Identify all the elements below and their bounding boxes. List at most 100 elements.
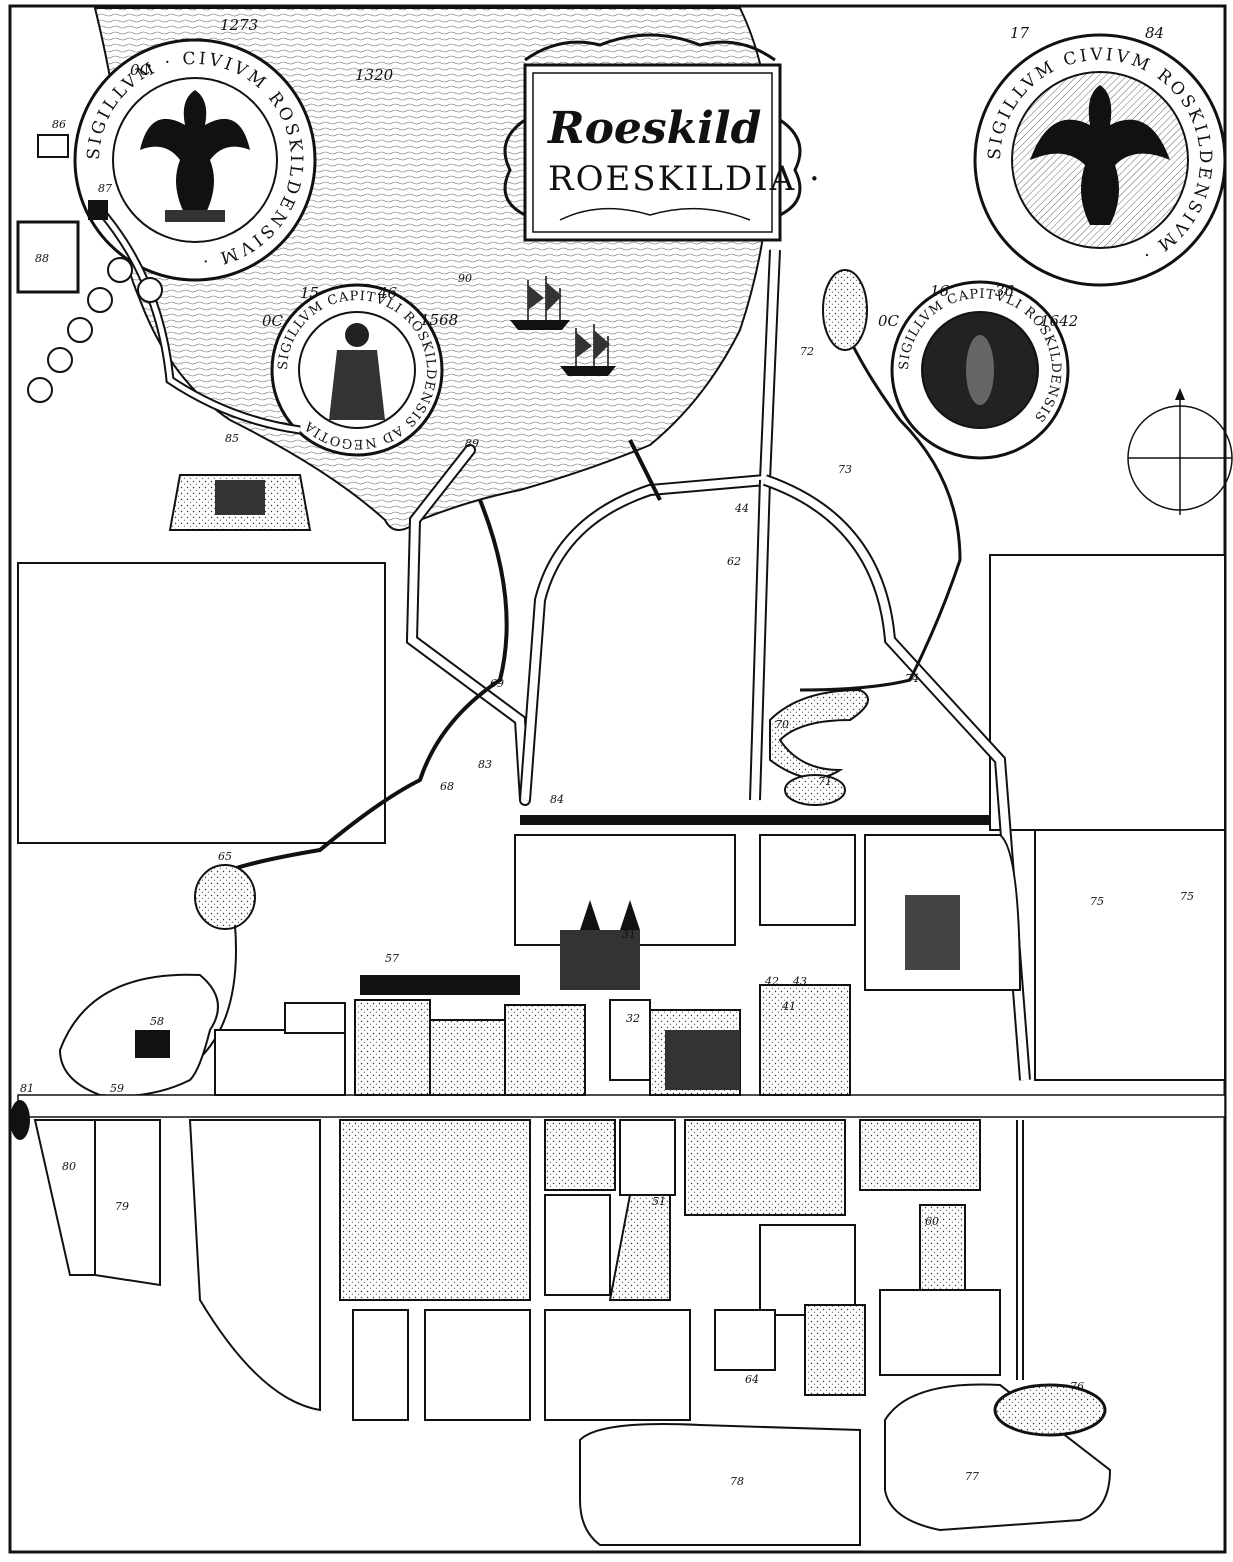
block-s12 [424,1309,531,1421]
block-n9 [759,834,856,926]
label-44: 44 [734,502,749,515]
pond-65 [194,864,256,930]
road-north-3-inner [751,479,769,801]
road-north-1-inner [407,446,529,804]
label-69: 69 [490,677,504,690]
seal-civium-1784: SIGILLVM CIVIVM ROSKILDENSIVM · 17 84 [973,24,1227,287]
building-85-icon [168,474,312,531]
seal-4-mark: 0C [878,312,900,330]
seal-2-year-mid: 46 [377,284,398,302]
title-cartouche: Roeskild ROESKILDIA · [503,33,822,242]
seal-4-year-mid: 36 [995,282,1015,300]
label-71: 71 [818,775,832,788]
block-s3 [619,1119,676,1196]
block-s13 [544,1309,691,1421]
label-57: 57 [385,952,399,965]
label-81: 81 [20,1082,34,1095]
pond-north-east [822,269,868,351]
label-43: 43 [792,975,807,988]
field-west-south [188,1119,321,1412]
label-77: 77 [965,1470,979,1483]
block-n3 [504,1004,586,1096]
block-nw [214,1029,346,1096]
pond-76 [993,1383,1107,1437]
label-88: 88 [35,252,49,265]
label-73: 73 [838,463,852,476]
label-74: 74 [905,672,919,685]
building-88 [16,220,80,294]
block-s2 [544,1119,616,1191]
block-n2 [429,1019,506,1096]
label-62: 62 [727,555,741,568]
main-street [17,1094,1226,1118]
road-west-inner [98,208,301,433]
stone-81 [10,1100,30,1140]
label-68: 68 [440,780,454,793]
seal-capituli-1568: SIGILLVM CAPITVLI ROSKILDENSIS AD NEGOTI… [262,283,458,457]
seal-4-year-right: 1642 [1040,312,1078,330]
block-s1 [339,1119,531,1301]
label-42: 42 [764,975,779,988]
block-n4 [609,999,651,1081]
seal-2-year-left: 15 [300,284,319,302]
eagle-icon [1030,85,1170,225]
seal-2-mark: 0C [262,312,284,330]
block-n6 [759,984,851,1096]
label-32: 32 [626,1012,640,1025]
stream [229,439,662,872]
label-87: 87 [98,182,112,195]
field-79 [94,1119,161,1287]
label-51: 51 [652,1195,666,1208]
label-41: 41 [781,1000,796,1013]
field-east [989,554,1226,831]
label-75a: 75 [1090,895,1104,908]
eagle-icon [140,90,250,222]
label-84: 84 [550,793,564,806]
building-58 [135,1030,170,1058]
block-s7 [759,1224,856,1316]
label-85: 85 [225,432,239,445]
building-47 [665,1030,740,1090]
trees [27,257,163,403]
seal-2-year-right: 1568 [420,311,458,329]
block-51 [608,1194,671,1301]
cartouche-title-script: Roeskild [546,103,761,154]
ship-icon [510,276,570,330]
label-78: 78 [730,1475,744,1488]
seal-4-year-left: 16 [930,282,950,300]
block-s8 [919,1204,966,1296]
field-78 [579,1423,861,1546]
block-n1 [354,999,431,1096]
block-nw2 [284,1002,346,1034]
block-s10 [879,1289,1001,1376]
block-s4 [684,1119,846,1216]
road-north-4-inner [763,476,1029,1081]
label-86: 86 [52,118,66,131]
label-75b: 75 [1180,890,1194,903]
label-59: 59 [110,1082,124,1095]
field-west [17,562,386,844]
seal-1-year-right: 1320 [355,66,394,84]
building-48 [905,895,960,970]
label-65: 65 [218,850,232,863]
cartouche-title-caps: ROESKILDIA · [548,159,822,199]
seal-3-year-left: 17 [1010,24,1030,42]
seal-3-year-right: 84 [1145,24,1164,42]
block-s14 [714,1309,776,1371]
block-s11 [352,1309,409,1421]
label-76: 76 [1070,1380,1084,1393]
saint-figure-icon [329,323,385,420]
label-83: 83 [478,758,492,771]
label-60: 60 [925,1215,939,1228]
row-north-top [520,815,990,825]
pond-71 [784,774,846,806]
block-n7 [360,975,520,995]
ship-icon [560,324,616,376]
label-31: 31 [622,928,636,941]
label-58: 58 [150,1015,164,1028]
label-90: 90 [458,272,472,285]
building-87 [88,200,108,220]
seal-1-mark: 0C [130,61,152,79]
label-80: 80 [62,1160,76,1173]
